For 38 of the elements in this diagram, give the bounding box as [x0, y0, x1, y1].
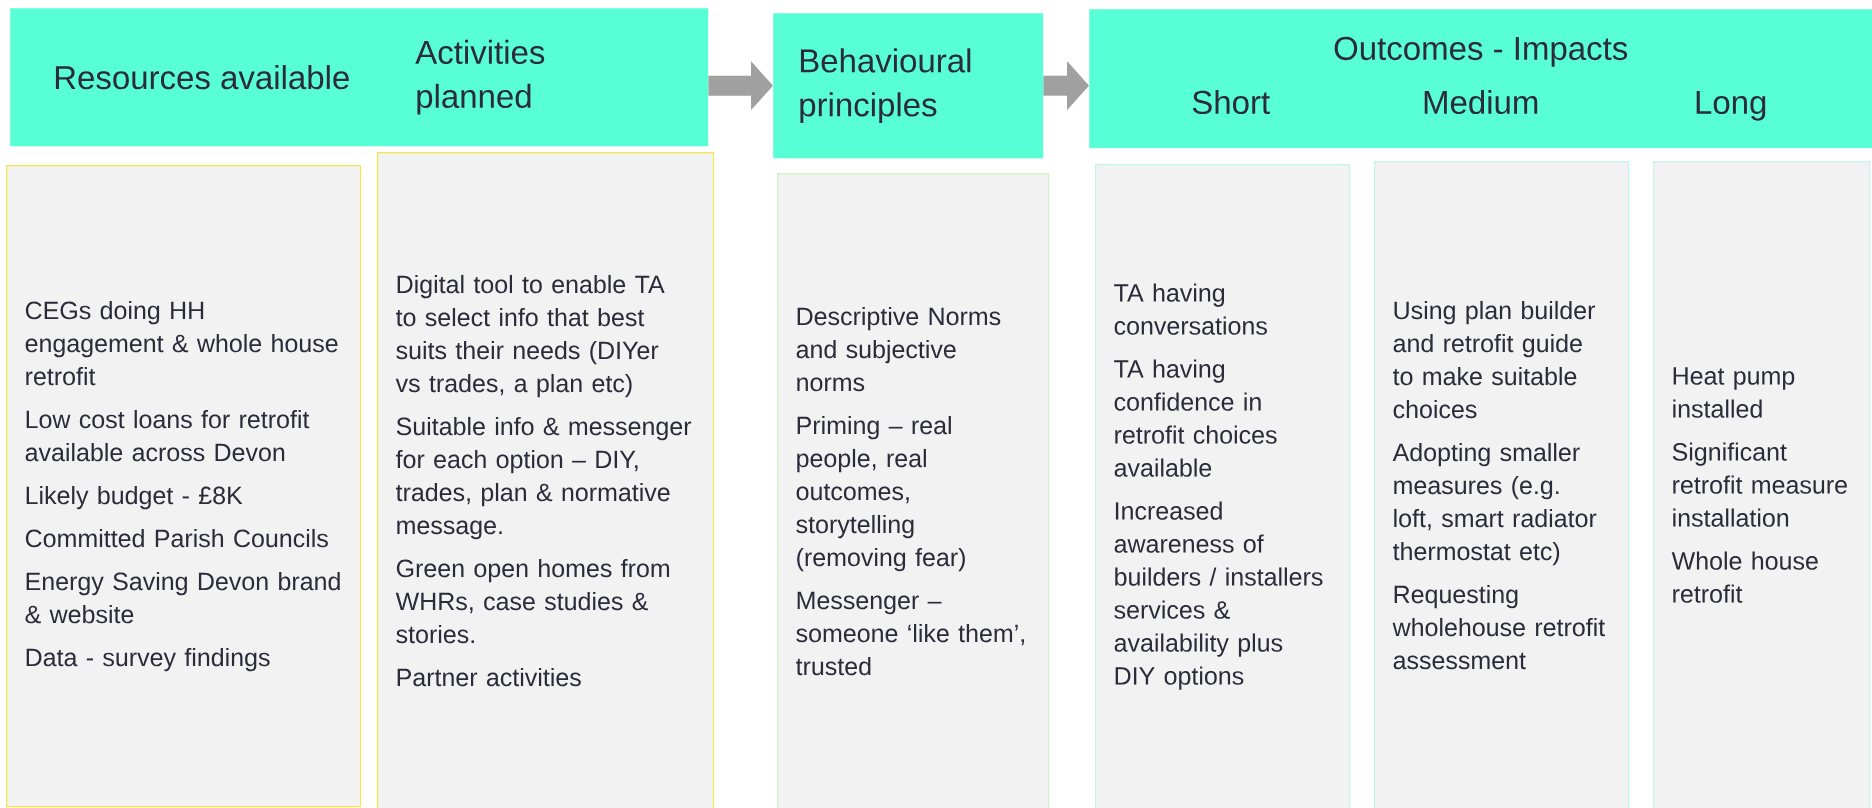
item-text: Committed Parish Councils — [25, 528, 328, 548]
text-box — [6, 165, 362, 808]
heading-text: Activities planned — [415, 39, 545, 115]
item-text: Requesting wholehouse retrofit assessment — [1392, 584, 1605, 670]
item-text: Energy Saving Devon brand & website — [25, 571, 340, 624]
header-band — [773, 13, 1044, 159]
heading-text: Resources available — [55, 65, 349, 90]
item-text: TA having conversations — [1114, 283, 1267, 335]
item-text: Low cost loans for retrofit available across Devon — [25, 409, 310, 462]
column-heading: Medium — [1424, 89, 1538, 115]
column-heading: Short — [1192, 89, 1270, 115]
item-text: CEGs doing HH engagement & whole house retrofit — [25, 300, 338, 386]
item-text: Messenger – someone ‘like them’, trusted — [796, 591, 1024, 676]
text-box — [377, 152, 715, 808]
item-text: Suitable info & messenger for each option – DIY, trades, plan & normative message. — [395, 416, 692, 540]
item-text: Adopting smaller measures (e.g. loft, smart radiator thermostat etc) — [1392, 442, 1597, 566]
item-text: TA having confidence in retrofit choices available — [1114, 359, 1277, 477]
heading-text: Outcomes - Impacts — [1334, 36, 1628, 67]
item-text: Whole house retrofit — [1671, 551, 1818, 603]
text-box — [1095, 164, 1351, 808]
item-text: Descriptive Norms and subjective norms — [796, 306, 1001, 392]
item-text: Data - survey findings — [26, 647, 270, 672]
text-box — [1653, 161, 1871, 808]
item-text: Significant retrofit measure installation — [1672, 442, 1847, 527]
item-text: Heat pump installed — [1673, 367, 1795, 418]
header-band — [10, 8, 709, 147]
item-text: Green open homes from WHRs, case studies & stories. — [395, 558, 670, 644]
item-text: Digital tool to enable TA to select info that best suits their needs (DIYer vs trades, a plan etc) — [395, 274, 665, 398]
text-box — [777, 173, 1050, 808]
header-band — [1089, 9, 1872, 149]
item-text: Partner activities — [397, 667, 581, 687]
item-text: Priming – real people, real outcomes, storytelling (removing fear) — [796, 415, 965, 572]
item-text: Likely budget - £8K — [26, 485, 243, 510]
column-heading: Long — [1696, 91, 1766, 121]
heading-text: Behavioural principles — [800, 48, 971, 124]
item-text: Using plan builder and retrofit guide to make suitable choices — [1393, 300, 1595, 419]
item-text: Increased awareness of builders / installers services & availability plus DIY options — [1114, 501, 1323, 690]
text-box — [1374, 161, 1630, 808]
